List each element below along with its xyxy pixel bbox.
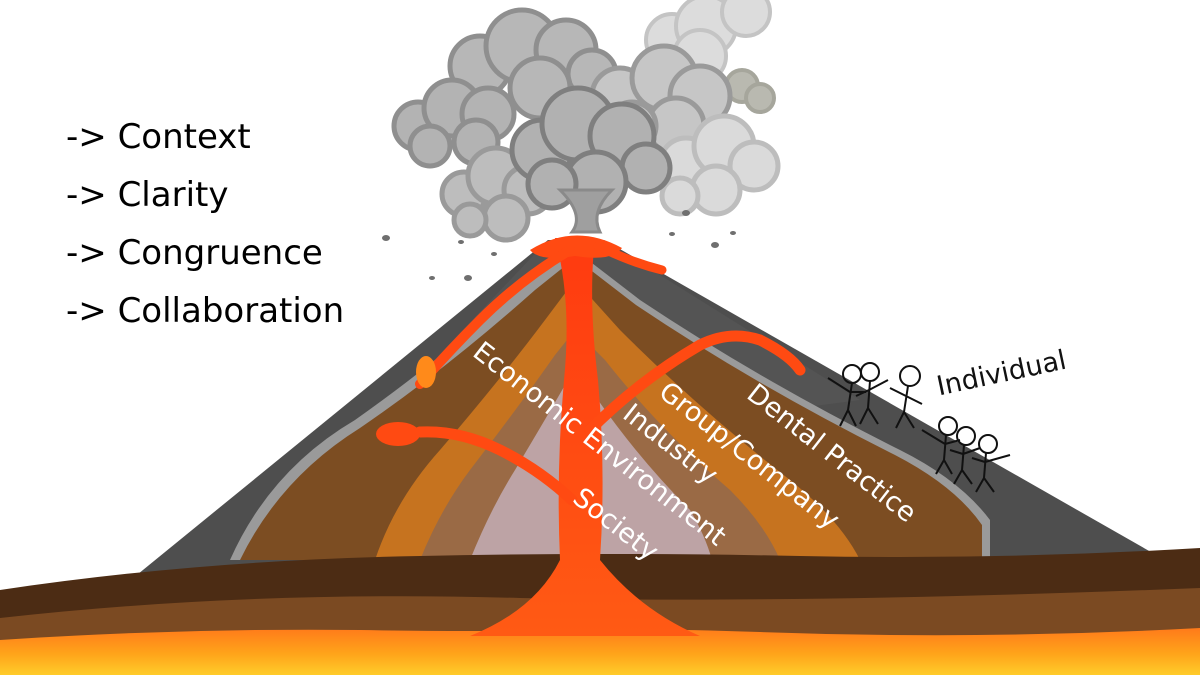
cloud-left: [391, 77, 517, 169]
bullet-clarity: -> Clarity: [66, 175, 229, 215]
lava-branches: [414, 241, 806, 506]
lava-blob-left: [376, 422, 420, 446]
bullet-congruence: -> Congruence: [66, 233, 323, 273]
magma-floor: [0, 628, 1200, 675]
lava-blob-upper-left: [416, 356, 436, 388]
stick-figure: [921, 416, 961, 475]
lava-crater: [530, 235, 622, 258]
principles-list: -> Context -> Clarity -> Congruence -> C…: [66, 108, 344, 340]
ejected-rocks: [382, 210, 736, 281]
cloud-right-small: [724, 68, 776, 114]
stick-figure: [889, 365, 923, 429]
stick-figures: [827, 362, 1011, 493]
bullet-context: -> Context: [66, 117, 251, 157]
lava-conduit: [470, 238, 700, 636]
stick-figure: [855, 362, 889, 425]
cloud-top: [447, 7, 619, 121]
stick-figure: [971, 434, 1011, 493]
cloud-right-lower: [657, 113, 781, 217]
smoke-clouds: [391, 0, 781, 243]
stick-figure: [949, 426, 981, 485]
smoke-column: [556, 188, 616, 234]
bullet-collaboration: -> Collaboration: [66, 291, 345, 331]
